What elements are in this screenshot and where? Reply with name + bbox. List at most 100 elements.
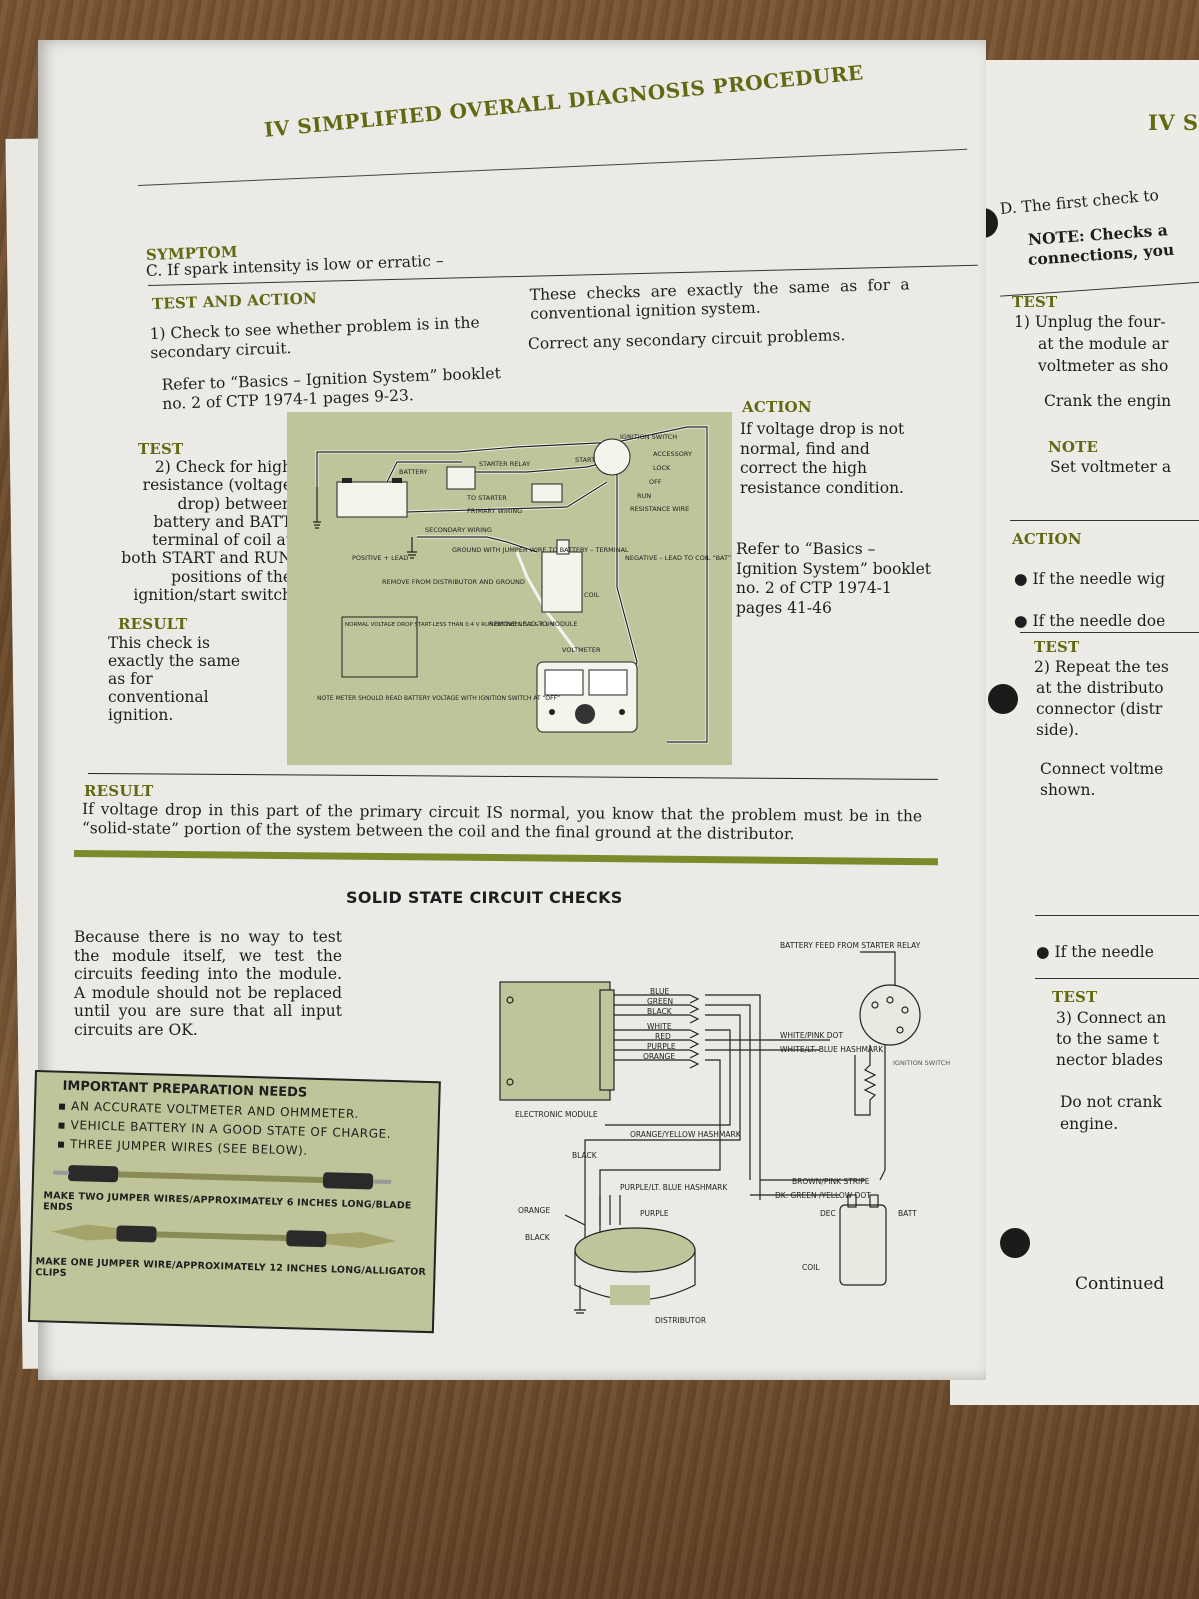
right-t2d: side). bbox=[1036, 721, 1079, 739]
correct-text: Correct any secondary circuit problems. bbox=[527, 326, 846, 353]
wire-blue: BLUE bbox=[650, 987, 669, 996]
test-label: TEST bbox=[138, 440, 184, 458]
voltage-drop-diagram: IGNITION SWITCH ACCESSORY LOCK OFF RUN S… bbox=[287, 412, 821, 765]
label-accessory: ACCESSORY bbox=[653, 450, 692, 458]
wire-green: GREEN bbox=[647, 997, 673, 1006]
label-remove-distributor: REMOVE FROM DISTRIBUTOR AND GROUND bbox=[382, 578, 525, 586]
right-action-label: ACTION bbox=[1012, 530, 1082, 548]
right-donot2: engine. bbox=[1060, 1115, 1119, 1133]
page-title: IV SIMPLIFIED OVERALL DIAGNOSIS PROCEDUR… bbox=[263, 60, 865, 142]
preparation-needs-box: IMPORTANT PREPARATION NEEDS ▪ AN ACCURAT… bbox=[27, 1070, 441, 1334]
right-bullet-2: ● If the needle doe bbox=[1014, 612, 1166, 630]
wire-orange: ORANGE bbox=[643, 1052, 675, 1061]
label-starter-relay: STARTER RELAY bbox=[479, 460, 530, 468]
right-test3-label: TEST bbox=[1052, 988, 1098, 1006]
label-meter-note: NOTE METER SHOULD READ BATTERY VOLTAGE W… bbox=[317, 695, 560, 702]
right-bullet-1: ● If the needle wig bbox=[1014, 570, 1166, 588]
action-label: ACTION bbox=[742, 398, 812, 416]
right-t2b: at the distributo bbox=[1036, 679, 1164, 697]
right-test-label: TEST bbox=[1012, 293, 1058, 311]
label-coil: COIL bbox=[584, 591, 600, 599]
solid-state-schematic: BATTERY FEED FROM STARTER RELAY BLUE GRE… bbox=[499, 941, 950, 1325]
right-page-header: IV S bbox=[1148, 110, 1199, 135]
label-ignition-switch-2: IGNITION SWITCH bbox=[893, 1059, 950, 1067]
result2-text: If voltage drop in this part of the prim… bbox=[81, 800, 923, 844]
right-connect1: Connect voltme bbox=[1040, 760, 1164, 778]
label-distributor: DISTRIBUTOR bbox=[655, 1316, 706, 1325]
conventional-text: These checks are exactly the same as for… bbox=[529, 275, 910, 323]
test-action-label: TEST AND ACTION bbox=[151, 289, 318, 313]
label-coil-2: COIL bbox=[802, 1263, 820, 1272]
label-lock: LOCK bbox=[653, 464, 671, 472]
wire-white-pink: WHITE/PINK DOT bbox=[780, 1031, 843, 1040]
wire-orange-2: ORANGE bbox=[518, 1206, 550, 1215]
label-voltmeter: VOLTMETER bbox=[562, 646, 601, 654]
right-d-text: D. The first check to bbox=[999, 186, 1160, 218]
solid-state-title: SOLID STATE CIRCUIT CHECKS bbox=[346, 888, 623, 907]
wire-red: RED bbox=[655, 1032, 671, 1041]
wire-white: WHITE bbox=[647, 1022, 672, 1031]
voltage-drop-diagram-svg: IGNITION SWITCH ACCESSORY LOCK OFF RUN S… bbox=[313, 425, 821, 744]
action-text: If voltage drop is not normal, find and … bbox=[740, 420, 905, 497]
label-normal-voltage: NORMAL VOLTAGE DROP START-LESS THAN 0.4 … bbox=[345, 622, 555, 628]
wire-black-2: BLACK bbox=[572, 1151, 598, 1160]
label-start: START bbox=[575, 456, 595, 464]
label-dec: DEC bbox=[820, 1209, 836, 1218]
right-note2: Set voltmeter a bbox=[1050, 458, 1172, 476]
right-test1b: at the module ar bbox=[1038, 335, 1169, 353]
right-crank: Crank the engin bbox=[1044, 392, 1172, 410]
wire-black: BLACK bbox=[647, 1007, 673, 1016]
refer1-text: Refer to “Basics – Ignition System” book… bbox=[161, 364, 502, 413]
label-ground-jumper: GROUND WITH JUMPER WIRE TO BATTERY – TER… bbox=[452, 546, 629, 554]
right-connect2: shown. bbox=[1040, 781, 1096, 799]
right-t2a: 2) Repeat the tes bbox=[1034, 658, 1169, 676]
blade-jumper-wire-icon bbox=[53, 1165, 392, 1190]
label-primary-wiring: PRIMARY WIRING bbox=[467, 507, 522, 515]
step1-text: 1) Check to see whether problem is in th… bbox=[149, 313, 480, 362]
refer2-text: Refer to “Basics – Ignition System” book… bbox=[736, 540, 932, 617]
label-battery: BATTERY bbox=[399, 468, 427, 476]
right-note-label: NOTE bbox=[1048, 438, 1099, 456]
binder-hole bbox=[988, 684, 1018, 714]
right-page: IV S D. The first check to NOTE: Checks … bbox=[950, 60, 1199, 1405]
label-to-starter: TO STARTER bbox=[466, 494, 507, 502]
wire-brown-pink: BROWN/PINK STRIPE bbox=[792, 1177, 870, 1186]
wire-orange-yellow: ORANGE/YELLOW HASHMARK bbox=[630, 1130, 742, 1139]
right-test2-label: TEST bbox=[1034, 638, 1080, 656]
label-electronic-module: ELECTRONIC MODULE bbox=[515, 1110, 598, 1119]
wire-purple-2: PURPLE bbox=[640, 1209, 669, 1218]
wire-purple-blue: PURPLE/LT. BLUE HASHMARK bbox=[620, 1183, 728, 1192]
wire-white-blue: WHITE/LT. BLUE HASHMARK bbox=[780, 1045, 884, 1054]
wire-black-3: BLACK bbox=[525, 1233, 551, 1242]
wire-dk-green: DK. GREEN /YELLOW DOT bbox=[775, 1191, 871, 1200]
step2-text: 2) Check for high resistance (voltage dr… bbox=[121, 458, 292, 605]
label-resistance-wire: RESISTANCE WIRE bbox=[630, 505, 689, 513]
right-continued: Continued bbox=[1075, 1274, 1165, 1294]
right-t3a: 3) Connect an bbox=[1056, 1009, 1167, 1027]
result-left-text: This check is exactly the same as for co… bbox=[108, 634, 241, 724]
label-run: RUN bbox=[637, 492, 651, 500]
wire-purple: PURPLE bbox=[647, 1042, 676, 1051]
right-bullet-3: ● If the needle bbox=[1036, 943, 1154, 961]
label-ignition-switch: IGNITION SWITCH bbox=[620, 433, 677, 441]
label-negative-lead: NEGATIVE – LEAD TO COIL “BAT” TERMINAL (… bbox=[625, 554, 732, 562]
alligator-jumper-wire-icon bbox=[51, 1224, 397, 1249]
right-t2c: connector (distr bbox=[1036, 700, 1163, 718]
result2-label: RESULT bbox=[84, 782, 154, 800]
solid-state-text: Because there is no way to test the modu… bbox=[74, 928, 342, 1039]
green-divider bbox=[73, 850, 938, 866]
label-remove-lead: REMOVE LEAD TO MODULE bbox=[489, 620, 577, 628]
right-t3c: nector blades bbox=[1056, 1051, 1163, 1069]
prep-caption-2: MAKE ONE JUMPER WIRE/APPROXIMATELY 12 IN… bbox=[35, 1256, 427, 1279]
label-positive-lead: POSITIVE + LEAD bbox=[352, 554, 408, 562]
right-t3b: to the same t bbox=[1056, 1030, 1160, 1048]
right-test1: 1) Unplug the four- bbox=[1014, 313, 1166, 331]
right-donot1: Do not crank bbox=[1060, 1093, 1162, 1111]
label-battery-feed: BATTERY FEED FROM STARTER RELAY bbox=[780, 941, 921, 950]
label-off: OFF bbox=[649, 478, 662, 486]
right-test1c: voltmeter as sho bbox=[1038, 357, 1169, 375]
result-label: RESULT bbox=[118, 615, 188, 633]
label-secondary-wiring: SECONDARY WIRING bbox=[425, 526, 492, 534]
label-batt: BATT bbox=[898, 1209, 917, 1218]
binder-hole bbox=[1000, 1228, 1030, 1258]
